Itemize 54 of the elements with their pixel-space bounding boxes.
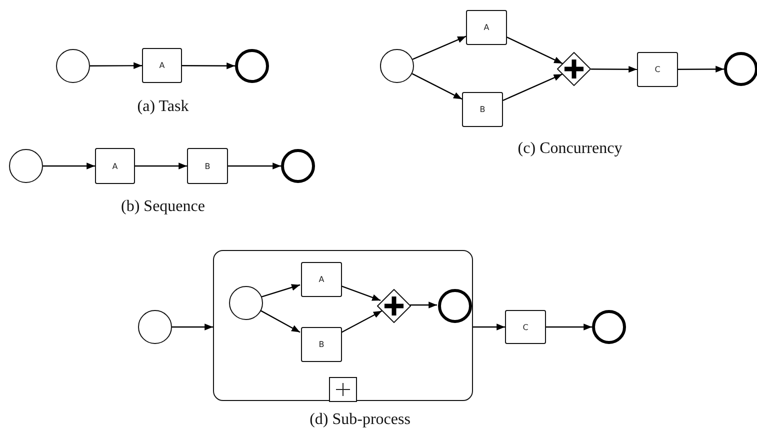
task-box — [637, 52, 678, 87]
figure-caption: (c) Concurrency — [518, 140, 622, 158]
task-label: A — [159, 61, 165, 70]
task-box — [142, 48, 182, 83]
task-box — [301, 327, 342, 362]
sequence-flow-arrow — [260, 310, 300, 333]
task-box — [462, 92, 503, 127]
parallel-gateway-diamond — [377, 289, 411, 323]
task-box — [466, 10, 507, 45]
task-label: C — [654, 65, 660, 74]
task-box — [301, 262, 342, 297]
sequence-flow-arrow — [43, 162, 95, 170]
end-event — [438, 289, 472, 323]
figure-caption: (b) Sequence — [121, 198, 205, 216]
sequence-flow-arrow — [182, 62, 235, 70]
task-label: A — [484, 23, 490, 32]
sequence-flow-arrow — [228, 162, 281, 170]
sequence-flow-arrow — [340, 285, 381, 302]
sequence-flow-arrow — [412, 36, 466, 60]
task-label: B — [480, 105, 486, 114]
sequence-flow-arrow — [135, 162, 187, 170]
end-event — [724, 52, 757, 86]
start-event — [229, 286, 263, 320]
subprocess-box — [213, 250, 473, 401]
sequence-flow-arrow — [506, 36, 563, 64]
sequence-flow-arrow — [473, 324, 505, 330]
sequence-flow-arrow — [410, 302, 437, 308]
sequence-flow-arrow — [340, 310, 382, 334]
task-label: B — [318, 340, 324, 349]
parallel-gateway-diamond — [557, 52, 591, 86]
sequence-flow-arrow — [502, 74, 562, 101]
sequence-flow-arrow — [412, 73, 462, 100]
task-label: A — [318, 275, 324, 284]
sequence-flow-arrow — [172, 324, 213, 330]
task-label: A — [112, 162, 118, 170]
task-box — [187, 148, 228, 184]
task-box — [95, 148, 135, 184]
start-event — [380, 49, 414, 83]
sequence-flow-arrow — [261, 284, 300, 298]
figure-caption: (a) Task — [137, 98, 189, 116]
end-event — [281, 149, 315, 183]
start-event — [138, 310, 172, 344]
start-event — [9, 149, 43, 183]
sequence-flow-arrow — [590, 66, 637, 73]
task-box — [505, 310, 546, 344]
start-event — [56, 49, 90, 83]
figure-caption: (d) Sub-process — [310, 411, 410, 429]
end-event — [592, 310, 626, 344]
sequence-flow-arrow — [546, 324, 592, 330]
sequence-flow-arrow — [678, 66, 724, 72]
sequence-flow-arrow — [90, 62, 142, 70]
task-label: C — [522, 322, 528, 332]
task-label: B — [204, 162, 210, 170]
end-event — [235, 49, 269, 83]
